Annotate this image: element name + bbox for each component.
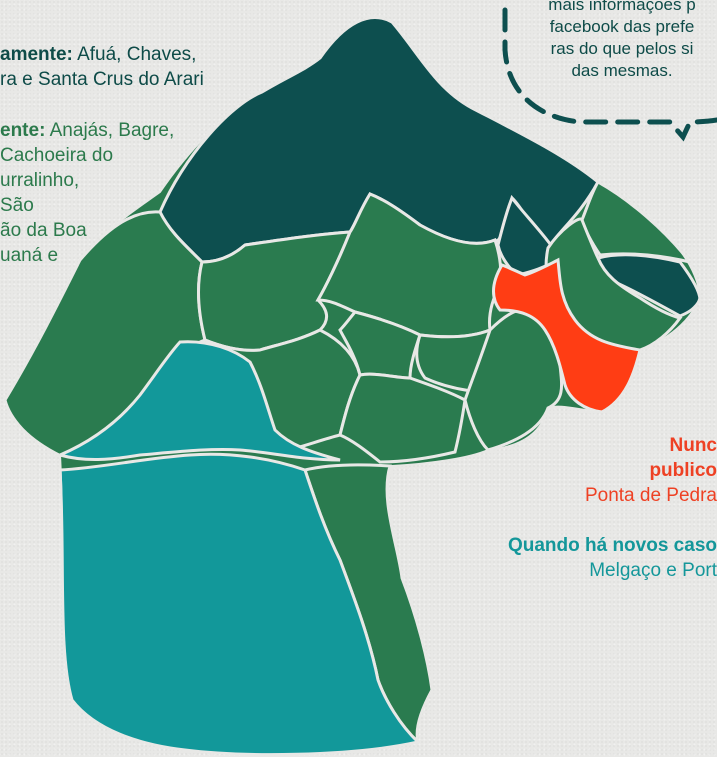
legend-green-line4: São [0, 195, 34, 216]
legend-dark-line2: ra e Santa Crus do Arari [0, 69, 204, 90]
legend-green-line2: Cachoeira do [0, 145, 114, 166]
region-melgaco [55, 340, 341, 462]
speech-bubble-text: mais informações p facebook das prefe ra… [522, 0, 717, 82]
legend-green: ente: Anajás, Bagre, Cachoeira do urrali… [0, 118, 174, 268]
bubble-line3: ras do que pelos si [550, 39, 694, 58]
legend-dark-label: amente: [0, 44, 73, 65]
legend-red: Nunc publico Ponta de Pedra [585, 433, 717, 508]
legend-green-line5: ão da Boa [0, 220, 87, 241]
legend-dark-line1: Afuá, Chaves, [72, 44, 197, 65]
legend-red-line2: publico [649, 460, 717, 481]
legend-green-line1: Anajás, Bagre, [45, 120, 175, 141]
map-outline [3, 16, 702, 756]
legend-teal-line1: Quando há novos caso [507, 535, 717, 556]
legend-green-label: ente: [0, 120, 46, 141]
region-soure [580, 179, 694, 265]
bubble-line2: facebook das prefe [549, 17, 695, 36]
legend-teal: Quando há novos caso Melgaço e Port [508, 533, 717, 583]
legend-dark-teal: amente: Afuá, Chaves, ra e Santa Crus do… [0, 42, 204, 92]
region-cachoeira-do-arari [315, 192, 503, 339]
speech-bubble-outline [502, 7, 717, 142]
legend-red-line1: Nunc [669, 435, 717, 456]
legend-teal-line2: Melgaço e Port [589, 560, 717, 581]
region-sao-sebastiao-south [338, 372, 467, 464]
bubble-line4: das mesmas. [571, 61, 673, 80]
legend-red-line3: Ponta de Pedra [584, 485, 717, 506]
legend-green-line6: uaná e [0, 245, 59, 266]
legend-green-line3: urralinho, [0, 170, 80, 191]
bubble-line1: mais informações p [548, 0, 696, 14]
